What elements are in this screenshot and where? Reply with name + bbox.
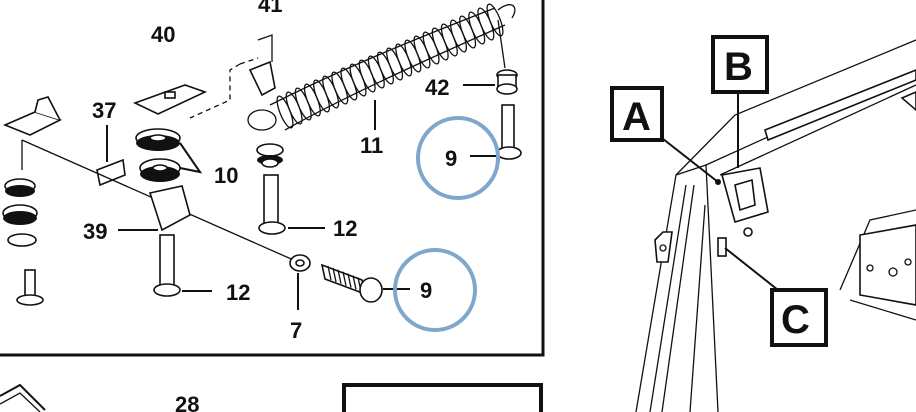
cab-frame-view	[635, 39, 916, 412]
tension-spring	[247, 3, 516, 131]
bolt-thread	[327, 265, 332, 281]
part-number-42: 42	[425, 75, 449, 100]
bolt-12-left	[153, 234, 212, 297]
spring-coil	[440, 23, 458, 57]
bolt-thread	[347, 273, 352, 288]
bolt-thread	[342, 271, 347, 286]
spring-coil	[431, 27, 449, 61]
callout-a-anchor	[715, 179, 721, 185]
exploded-view-frame	[0, 0, 545, 357]
callout-b: B	[711, 35, 769, 94]
spring-coil	[404, 39, 422, 73]
spring-coil	[422, 31, 440, 65]
callout-a-label: A	[622, 95, 651, 139]
part-number-10: 10	[214, 163, 238, 188]
highlight-ring-lower	[393, 248, 477, 332]
spring-coil	[413, 35, 431, 69]
leader-callout-a	[657, 134, 719, 183]
spring-coil	[449, 19, 468, 53]
callout-c-label: C	[781, 298, 810, 342]
part-number-28: 28	[175, 392, 199, 412]
callout-b-label: B	[724, 45, 753, 89]
bolt-thread	[332, 267, 337, 283]
part-number-37: 37	[92, 98, 116, 123]
plate-40	[132, 84, 208, 115]
part-number-40: 40	[151, 22, 175, 47]
bracket-37	[96, 125, 126, 187]
bolt-9-lower	[289, 254, 383, 303]
part-number-7: 7	[290, 318, 302, 343]
part-number-12-left: 12	[226, 280, 250, 305]
bracket-39	[118, 185, 191, 232]
bottom-fragment: 28	[0, 383, 543, 412]
part-number-11: 11	[360, 133, 383, 158]
hinge-bracket	[2, 96, 63, 306]
bolt-thread	[337, 269, 342, 284]
bolt-thread	[352, 275, 357, 290]
spring-coil	[303, 83, 321, 117]
callout-a: A	[610, 86, 664, 142]
part-number-12-center: 12	[333, 216, 357, 241]
spring-coil	[376, 51, 394, 85]
part-number-41: 41	[258, 0, 282, 17]
washer-stack-10	[135, 128, 181, 182]
lower-panel-frame	[342, 383, 543, 412]
spring-coil	[395, 43, 413, 77]
part-number-39: 39	[83, 219, 107, 244]
spring-coil	[386, 47, 404, 81]
part-number-9-upper: 9	[445, 146, 457, 171]
bolt-12-center	[256, 143, 325, 235]
bracket-41	[189, 34, 276, 119]
leader-10	[179, 142, 203, 174]
part-number-9-lower: 9	[420, 278, 432, 303]
spring-coil	[486, 3, 504, 37]
spring-coil	[322, 75, 340, 109]
spring-coil	[367, 55, 385, 89]
leader-callout-c	[724, 247, 779, 291]
spring-coil	[276, 95, 294, 129]
spring-coil	[294, 87, 312, 121]
spring-coil	[312, 79, 331, 113]
spring-coil	[285, 91, 303, 125]
callout-c: C	[770, 288, 828, 347]
highlight-ring-upper	[416, 116, 500, 200]
spring-coil	[331, 71, 349, 105]
